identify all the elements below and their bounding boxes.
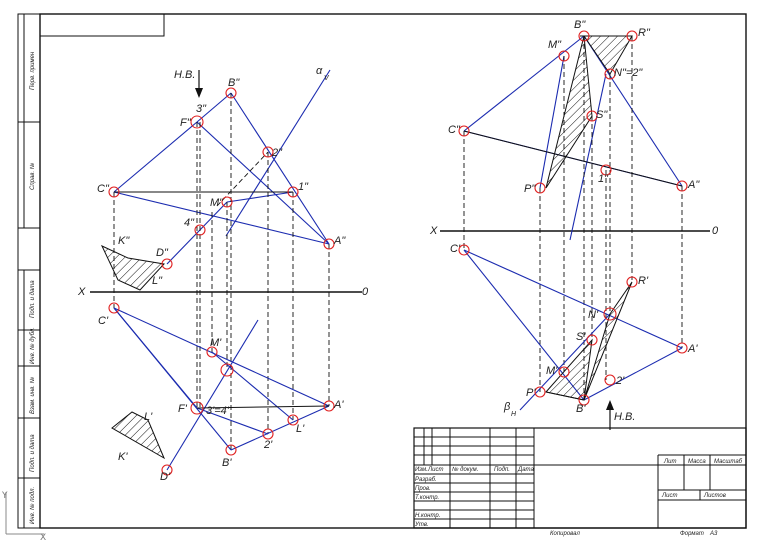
left-front-points: B" F" 3" 2" C" 1" M" 4" A" K" D" L" — [97, 77, 346, 287]
tb-format: Формат — [680, 531, 704, 537]
tb-data: Дата — [517, 467, 534, 473]
left-axis-0: 0 — [362, 286, 369, 298]
tb-razrab: Разраб. — [415, 477, 437, 483]
svg-text:A": A" — [333, 235, 346, 247]
left-plane-sub: V — [324, 75, 330, 82]
plane-alpha-trace — [225, 69, 331, 237]
svg-text:F": F" — [180, 117, 192, 129]
tb-copied: Копировал — [550, 531, 580, 537]
svg-text:B": B" — [574, 19, 586, 31]
svg-text:C": C" — [97, 183, 110, 195]
tb-prov: Пров. — [415, 486, 431, 492]
right-front-points: B" R" M" N"=2" C" S" P" 1" A" — [448, 19, 700, 195]
right-top-points: C' R' N' S' A' M' P' B' 2' — [450, 243, 698, 415]
side-strip-labels: Перв. примен Справ. № Подп. и дата Инв. … — [29, 51, 36, 524]
tb-list: Лист — [427, 467, 443, 473]
tb-format-value: A3 — [709, 531, 718, 537]
left-hv-label: Н.В. — [174, 69, 195, 81]
side-label-vzam: Взам. инв. № — [29, 376, 36, 414]
svg-text:C": C" — [448, 124, 461, 136]
svg-text:N"=2": N"=2" — [614, 67, 643, 79]
svg-text:S': S' — [576, 331, 586, 343]
tb-tkontr: Т.контр. — [415, 495, 439, 501]
svg-text:B": B" — [228, 77, 240, 89]
left-axis-x: X — [77, 286, 86, 298]
tb-ndoc: № докум. — [452, 466, 478, 473]
title-block: Изм. Лист № докум. Подп. Дата Разраб. Пр… — [413, 427, 747, 537]
tb-mass: Масса — [688, 459, 706, 465]
svg-text:D": D" — [156, 247, 169, 259]
svg-text:K': K' — [118, 451, 128, 463]
svg-text:M': M' — [546, 365, 558, 377]
svg-text:Y: Y — [1, 491, 8, 501]
right-plane-label: β — [503, 401, 511, 413]
right-plane-sub: H — [511, 411, 517, 418]
svg-text:2": 2" — [271, 147, 283, 159]
svg-text:F': F' — [178, 403, 188, 415]
svg-text:C': C' — [98, 315, 109, 327]
svg-text:2': 2' — [615, 375, 625, 387]
side-label-perv: Перв. примен — [30, 51, 36, 90]
svg-text:D': D' — [160, 471, 171, 483]
svg-text:M': M' — [210, 337, 222, 349]
svg-text:1": 1" — [598, 173, 609, 185]
svg-text:R": R" — [638, 27, 651, 39]
svg-text:N': N' — [588, 309, 599, 321]
svg-text:A': A' — [687, 343, 698, 355]
svg-text:K": K" — [118, 235, 130, 247]
svg-text:C': C' — [450, 243, 461, 255]
svg-text:L': L' — [144, 411, 153, 423]
svg-text:R': R' — [638, 275, 649, 287]
side-label-podp1: Подп. и дата — [30, 280, 36, 318]
side-label-podl: Инв. № подл. — [29, 487, 36, 524]
right-axis-x: X — [429, 225, 438, 237]
right-hv-label: Н.В. — [614, 411, 635, 423]
svg-text:3": 3" — [196, 103, 207, 115]
svg-text:X: X — [40, 533, 46, 540]
tb-izm: Изм. — [415, 467, 428, 473]
svg-text:3'=4': 3'=4' — [206, 405, 230, 417]
svg-text:L': L' — [296, 423, 305, 435]
svg-text:B': B' — [576, 403, 586, 415]
svg-text:S": S" — [596, 109, 608, 121]
side-label-sprav: Справ. № — [29, 162, 36, 190]
left-plane-label: α — [316, 65, 323, 77]
svg-text:A': A' — [333, 399, 344, 411]
svg-text:L": L" — [152, 275, 163, 287]
tb-lit: Лит — [663, 459, 676, 465]
tb-scale: Масштаб — [714, 459, 743, 465]
svg-text:M": M" — [548, 39, 562, 51]
tb-sheets: Листов — [703, 493, 726, 499]
tb-nkontr: Н.контр. — [415, 513, 440, 519]
left-top-points: C' M' F' 3'=4' L' A' 2' B' K' D' L' — [98, 302, 344, 483]
side-label-podp2: Подп. и дата — [30, 434, 36, 472]
svg-text:P": P" — [524, 183, 536, 195]
svg-text:2': 2' — [263, 439, 273, 451]
tb-podp: Подп. — [494, 467, 510, 473]
svg-text:1": 1" — [298, 181, 309, 193]
tb-sheet: Лист — [661, 493, 677, 499]
right-axis-0: 0 — [712, 225, 719, 237]
side-label-dubl: Инв. № дубл. — [29, 327, 36, 364]
svg-text:4": 4" — [184, 217, 195, 229]
svg-text:B': B' — [222, 457, 232, 469]
right-view: X 0 Н.В. β H B" R" — [429, 19, 719, 430]
svg-text:P': P' — [526, 387, 536, 399]
tb-utv: Утв. — [414, 522, 429, 528]
svg-text:M": M" — [210, 197, 224, 209]
sheet-frame — [17, 13, 747, 529]
svg-text:A": A" — [687, 179, 700, 191]
left-view: X 0 Н.В. — [77, 65, 369, 483]
ucs-icon: Y X — [1, 491, 46, 540]
